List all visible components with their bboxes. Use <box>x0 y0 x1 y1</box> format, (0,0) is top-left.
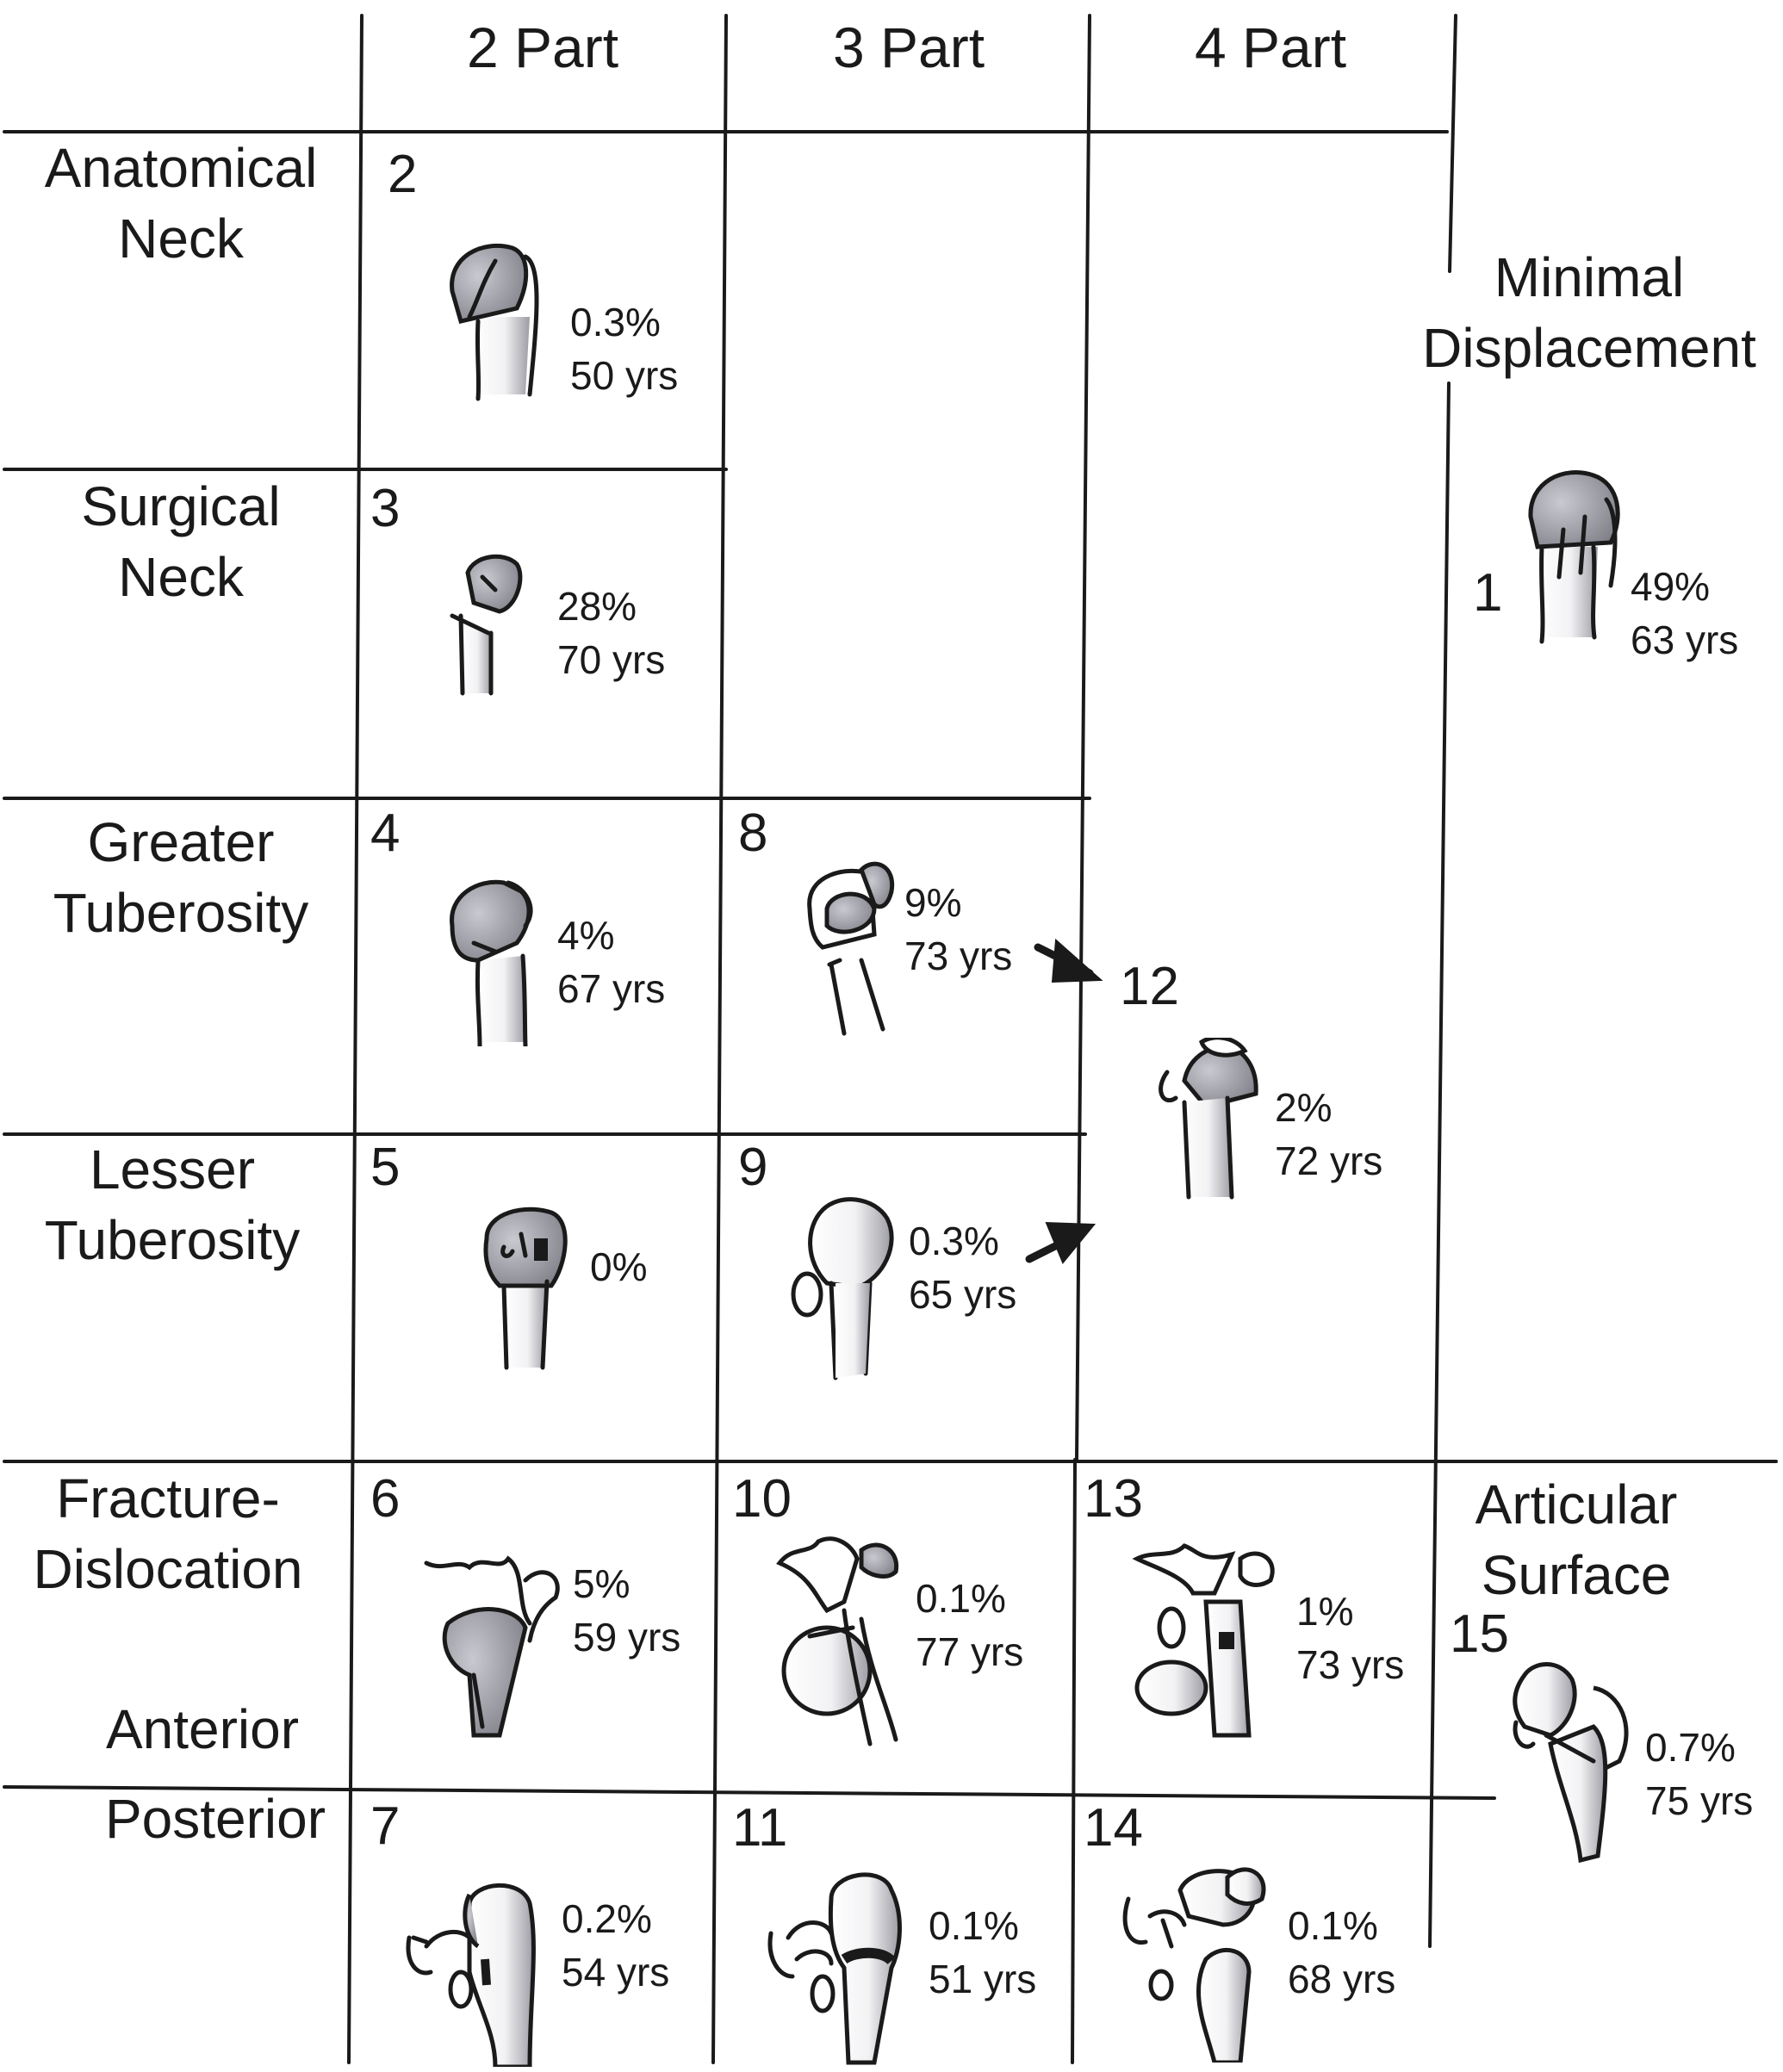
cell-mean-age: 73 yrs <box>1296 1642 1405 1688</box>
cell-percentage: 49% <box>1631 564 1711 609</box>
cell-percentage: 0.7% <box>1645 1725 1736 1770</box>
cell-stats: 2% 72 yrs <box>1275 1081 1382 1188</box>
column-header-4-part: 4 Part <box>1194 16 1347 79</box>
cell-number: 8 <box>738 803 768 863</box>
cell-stats: 1% 73 yrs <box>1296 1585 1404 1691</box>
cell-stats: 0.2% 54 yrs <box>562 1892 669 1999</box>
cell-percentage: 5% <box>573 1561 631 1606</box>
humerus-sketch-icon <box>406 1883 536 2067</box>
cell-number: 4 <box>370 803 401 863</box>
humerus-sketch-icon <box>450 879 533 1046</box>
humerus-sketch-icon <box>791 1197 894 1380</box>
humerus-sketch-icon <box>424 1555 560 1738</box>
humerus-sketch-icon <box>1528 470 1620 644</box>
row-label-greater-tuberosity: Greater Tuberosity <box>53 811 309 944</box>
cell-mean-age: 54 yrs <box>562 1950 670 1995</box>
cell-stats: 5% 59 yrs <box>573 1557 680 1664</box>
cell-number: 5 <box>370 1138 401 1197</box>
side-label-minimal-displacement: Minimal Displacement <box>1422 246 1756 379</box>
side-label-articular-surface: Articular Surface <box>1475 1473 1678 1606</box>
cell-mean-age: 68 yrs <box>1288 1957 1396 2002</box>
column-header-3-part: 3 Part <box>832 16 985 79</box>
grid-line <box>1448 14 1457 273</box>
humerus-sketch-icon <box>1122 1867 1266 2063</box>
humerus-sketch-icon <box>450 243 539 401</box>
cell-percentage: 9% <box>904 880 962 925</box>
cell-stats: 49% 63 yrs <box>1631 560 1738 667</box>
cell-stats: 0.3% 65 yrs <box>909 1214 1016 1321</box>
cell-stats: 0.7% 75 yrs <box>1645 1721 1753 1827</box>
humerus-sketch-icon <box>767 1872 902 2065</box>
cell-number: 9 <box>738 1138 768 1197</box>
cell-percentage: 1% <box>1296 1589 1354 1634</box>
cell-mean-age: 67 yrs <box>557 966 666 1012</box>
grid-line <box>1071 1458 1077 2064</box>
cell-percentage: 0.2% <box>562 1896 652 1941</box>
cell-number: 11 <box>732 1798 788 1858</box>
humerus-sketch-icon <box>807 861 895 1036</box>
arrowhead <box>1045 1221 1097 1264</box>
column-header-2-part: 2 Part <box>466 16 619 79</box>
cell-mean-age: 72 yrs <box>1275 1138 1383 1184</box>
cell-number: 15 <box>1450 1604 1509 1664</box>
cell-mean-age: 50 yrs <box>570 353 679 399</box>
row-label-anterior: Anterior <box>105 1698 300 1760</box>
humerus-sketch-icon <box>1132 1543 1275 1738</box>
grid-line <box>711 14 728 2064</box>
grid-line <box>1428 382 1451 1948</box>
cell-mean-age: 70 yrs <box>557 637 666 683</box>
cell-number: 6 <box>370 1469 401 1529</box>
cell-percentage: 0.1% <box>1288 1903 1378 1948</box>
cell-stats: 0.3% 50 yrs <box>570 295 678 402</box>
humerus-sketch-icon <box>1513 1662 1629 1864</box>
cell-number: 14 <box>1084 1798 1143 1858</box>
cell-number: 12 <box>1120 957 1179 1016</box>
cell-percentage: 0.1% <box>929 1903 1019 1948</box>
cell-mean-age: 63 yrs <box>1631 617 1739 663</box>
grid-line <box>347 14 363 2064</box>
cell-mean-age: 73 yrs <box>904 934 1013 979</box>
cell-mean-age: 59 yrs <box>573 1615 681 1660</box>
cell-number: 1 <box>1473 563 1503 623</box>
cell-mean-age: 51 yrs <box>929 1957 1037 2002</box>
arrowhead <box>1051 938 1103 983</box>
cell-mean-age: 77 yrs <box>916 1629 1024 1675</box>
row-label-lesser-tuberosity: Lesser Tuberosity <box>44 1138 301 1271</box>
humerus-sketch-icon <box>776 1536 899 1746</box>
humerus-sketch-icon <box>483 1207 568 1370</box>
cell-stats: 0.1% 51 yrs <box>929 1899 1036 2006</box>
cell-percentage: 2% <box>1275 1085 1333 1130</box>
cell-stats: 0% <box>590 1240 647 1293</box>
cell-percentage: 0.3% <box>909 1219 999 1263</box>
humerus-sketch-icon <box>1159 1038 1258 1200</box>
cell-number: 10 <box>732 1469 792 1529</box>
cell-mean-age: 75 yrs <box>1645 1778 1754 1824</box>
cell-number: 13 <box>1084 1469 1143 1529</box>
cell-percentage: 0% <box>590 1244 648 1289</box>
grid-line <box>3 1785 1496 1800</box>
cell-stats: 0.1% 77 yrs <box>916 1572 1023 1678</box>
cell-mean-age: 65 yrs <box>909 1272 1017 1318</box>
cell-percentage: 4% <box>557 913 615 958</box>
cell-number: 7 <box>370 1796 401 1856</box>
cell-number: 2 <box>388 145 418 204</box>
cell-stats: 0.1% 68 yrs <box>1288 1899 1395 2006</box>
row-label-surgical-neck: Surgical Neck <box>81 475 281 608</box>
row-label-anatomical-neck: Anatomical Neck <box>44 137 318 270</box>
cell-number: 3 <box>370 479 401 538</box>
grid-line <box>1075 14 1091 1461</box>
cell-stats: 28% 70 yrs <box>557 580 665 686</box>
cell-percentage: 0.3% <box>570 300 661 344</box>
row-label-posterior: Posterior <box>104 1788 326 1850</box>
cell-stats: 4% 67 yrs <box>557 909 665 1015</box>
cell-percentage: 28% <box>557 584 637 629</box>
row-label-fracture-dislocation: Fracture- Dislocation <box>33 1467 303 1600</box>
cell-percentage: 0.1% <box>916 1576 1006 1621</box>
humerus-sketch-icon <box>450 554 523 696</box>
cell-stats: 9% 73 yrs <box>904 876 1012 983</box>
